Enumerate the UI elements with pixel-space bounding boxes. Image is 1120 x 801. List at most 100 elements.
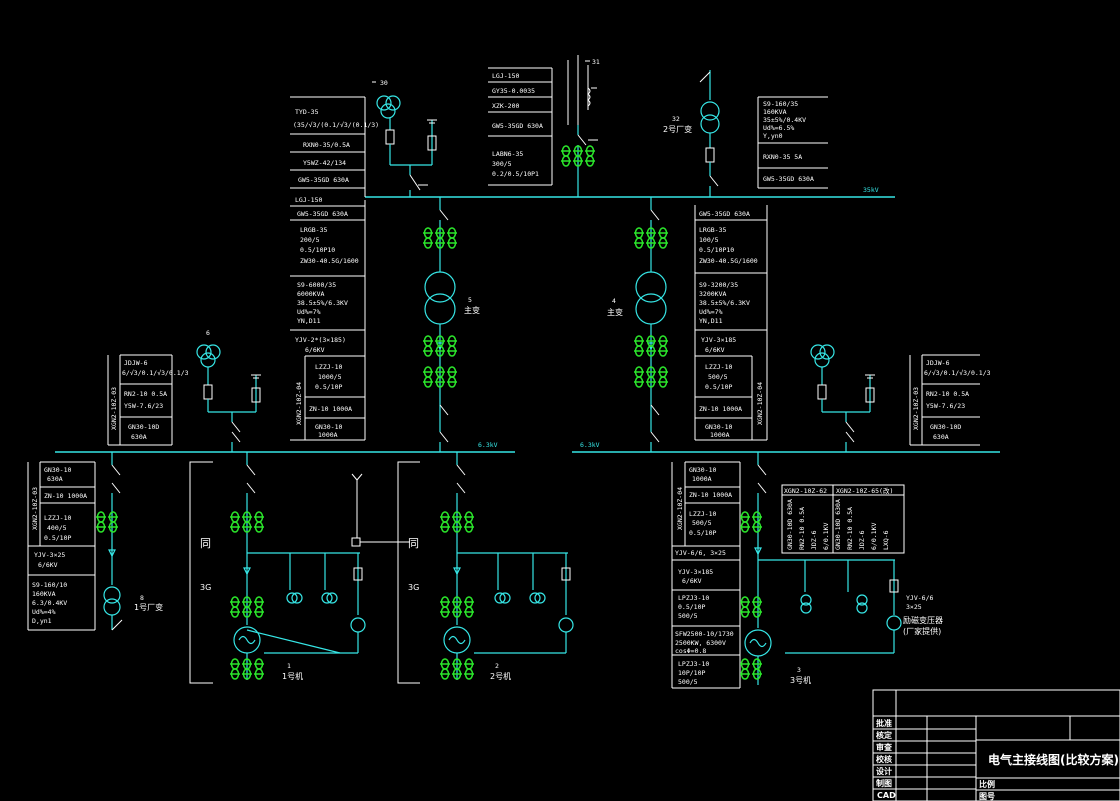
panel-incoming-l0: LGJ-150 <box>492 72 519 80</box>
panel-g3-sub-col: RN2-10 0.5A <box>798 507 806 550</box>
panel-mt5-l5: ZW30-40.5G/1600 <box>300 257 359 265</box>
panel-mt4-l0: GW5-35GD 630A <box>699 210 750 218</box>
tag-32-name: 2号厂变 <box>663 124 692 134</box>
tag-32: 32 <box>672 115 680 123</box>
panel-st2-l2: 35±5%/0.4KV <box>763 116 806 124</box>
panel-mt5-l15: 0.5/10P <box>315 383 342 391</box>
panel-g3-l12: SFW2500-10/1730 <box>675 630 734 638</box>
panel-st1-l9: 160KVA <box>32 590 56 598</box>
panel-g3-sub-col: 6/0.1KV <box>870 523 878 550</box>
panel-g3-l13: 2500KW, 6300V <box>675 639 726 647</box>
panel-incoming-l5: 300/5 <box>492 160 512 168</box>
panel-st1-l3: LZZJ-10 <box>44 514 71 522</box>
panel-mt4-l4: ZW30-40.5G/1600 <box>699 257 758 265</box>
tb-scale-label: 比例 <box>979 779 995 789</box>
tag-5: 5 <box>468 296 472 304</box>
panel-g3-l17: 500/5 <box>678 678 698 686</box>
panel-pt-right: JDJW-6 6/√3/0.1/√3/0.1/3 RN2-10 0.5A Y5W… <box>909 354 991 446</box>
panel-st2-l4: Y,yn0 <box>763 132 783 140</box>
panel-mt4-l16: GN30-10 <box>705 423 732 431</box>
panel-st1-l6: YJV-3×25 <box>34 551 65 559</box>
panel-pt35: TYD-35 (35/√3/(0.1/√3/(0.1/3) RXN0-35/0.… <box>290 96 379 197</box>
panel-mt4-l14: 0.5/10P <box>705 383 732 391</box>
panel-incoming-l6: 0.2/0.5/10P1 <box>492 170 539 178</box>
panel-incoming-l1: GY35-0.0035 <box>492 87 535 95</box>
incoming-line-bay <box>567 55 598 197</box>
pt-63kv-left-bay <box>196 344 261 452</box>
panel-pt-right-l3: Y5W-7.6/23 <box>926 402 965 410</box>
panel-st1-side: XGN2-10Z-03 <box>31 487 39 530</box>
title-block: 批准 核定 审查 校核 设计 制图 CAD 电气主接线图(比较方案) 比例 图号 <box>872 689 1120 801</box>
panel-pt35-l1: (35/√3/(0.1/√3/(0.1/3) <box>293 121 379 129</box>
panel-g3-sub-1: XGN2-10Z-65(改) <box>836 486 893 495</box>
panel-pt-left: JDJW-6 6/√3/0.1/√3/0.1/3 RN2-10 0.5A Y5W… <box>107 354 189 446</box>
panel-mt4: GW5-35GD 630A LRGB-35 100/5 0.5/10P10 ZW… <box>694 205 768 441</box>
panel-st2-l0: S9-160/35 <box>763 100 798 108</box>
panel-mt5-side: XGN2-10Z-04 <box>295 382 303 425</box>
panel-mt5-l4: 0.5/10P10 <box>300 246 335 254</box>
panel-mt4-l5: S9-3200/35 <box>699 281 738 289</box>
panel-mt4-l3: 0.5/10P10 <box>699 246 734 254</box>
main-transformer-5-bay <box>424 197 456 452</box>
panel-st1-l10: 6.3/0.4KV <box>32 599 67 607</box>
panel-mt5-l11: YJV-2*(3×185) <box>295 336 346 344</box>
tag-1-name: 1号机 <box>282 671 303 681</box>
panel-g3-sub: XGN2-10Z-62 XGN2-10Z-65(改) GN30-10D 630A… <box>781 484 905 554</box>
panel-st1-l0: GN30-10 <box>44 466 71 474</box>
panel-mt4-l17: 1000A <box>710 431 730 439</box>
generator-1-bay <box>189 452 366 684</box>
panel-mt5-l6: S9-6000/35 <box>297 281 336 289</box>
panel-mt4-l15: ZN-10 1000A <box>699 405 742 413</box>
ct-layer <box>96 145 762 680</box>
panel-incoming-l4: LABN6-35 <box>492 150 523 158</box>
panel-excite: YJV-6/6 3×25 励磁变压器 (厂家提供) <box>903 594 943 636</box>
panel-mt5-l9: Ud%=7% <box>297 308 321 316</box>
panel-st2-l3: Ud%=6.5% <box>763 124 794 132</box>
panel-mt5-l3: 200/5 <box>300 236 320 244</box>
panel-excite-l3: (厂家提供) <box>903 626 941 636</box>
panel-g3-l0: GN30-10 <box>689 466 716 474</box>
panel-mt4-side: XGN2-10Z-04 <box>756 382 764 425</box>
panel-mt4-l7: 38.5±5%/6.3KV <box>699 299 750 307</box>
panel-pt-left-side: XGN2-10Z-03 <box>110 387 118 430</box>
panel-g3-l10: 0.5/10P <box>678 603 705 611</box>
panel-g3-l16: 10P/10P <box>678 669 705 677</box>
panel-mt5-l8: 38.5±5%/6.3KV <box>297 299 348 307</box>
panel-mt4-l8: Ud%=7% <box>699 308 723 316</box>
panel-g3-l6: YJV-6/6, 3×25 <box>675 549 726 557</box>
panel-excite-l1: 3×25 <box>906 603 922 611</box>
panel-incoming: LGJ-150 GY35-0.0035 XZK-200 GW5-35GD 630… <box>488 67 553 186</box>
tb-row-5: 制图 <box>876 778 892 788</box>
panel-st2-l1: 160KVA <box>763 108 787 116</box>
panel-st1: GN30-10 630A ZN-10 1000A LZZJ-10 400/5 0… <box>27 461 96 631</box>
main-transformer-4-bay <box>635 197 667 452</box>
panel-mt5-l2: LRGB-35 <box>300 226 327 234</box>
station-transformer-2-bay <box>699 70 720 197</box>
panel-g3-side: XGN2-10Z-04 <box>676 487 684 530</box>
panel-st1-l8: S9-160/10 <box>32 581 67 589</box>
panel-incoming-l2: XZK-200 <box>492 102 519 110</box>
panel-pt-left-l1: 6/√3/0.1/√3/0.1/3 <box>122 369 189 377</box>
tag-8: 8 <box>140 594 144 602</box>
panel-st1-l2: ZN-10 1000A <box>44 492 87 500</box>
panel-g3-l2: ZN-10 1000A <box>689 491 732 499</box>
tag-3-name: 3号机 <box>790 675 811 685</box>
panel-st1-l4: 400/5 <box>47 524 67 532</box>
panel-mt4-l10: YJV-3×185 <box>701 336 736 344</box>
panel-excite-l2: 励磁变压器 <box>903 615 943 625</box>
panel-pt-left-l0: JDJW-6 <box>124 359 148 367</box>
panel-st2-l6: GW5-35GD 630A <box>763 175 814 183</box>
panel-g3-sub-col: 6/0.1KV <box>822 523 830 550</box>
panel-pt35-l2: RXN0-35/0.5A <box>303 141 350 149</box>
panel-mt5-l7: 6000KVA <box>297 290 324 298</box>
tag-2: 2 <box>495 662 499 670</box>
tag-5-name: 主变 <box>464 305 480 315</box>
panel-mt4-l13: 500/5 <box>708 373 728 381</box>
panel-mt5-l12: 6/6KV <box>305 346 325 354</box>
drawing-title: 电气主接线图(比较方案) <box>988 752 1119 767</box>
panel-mt4-l11: 6/6KV <box>705 346 725 354</box>
panel-incoming-l3: GW5-35GD 630A <box>492 122 543 130</box>
